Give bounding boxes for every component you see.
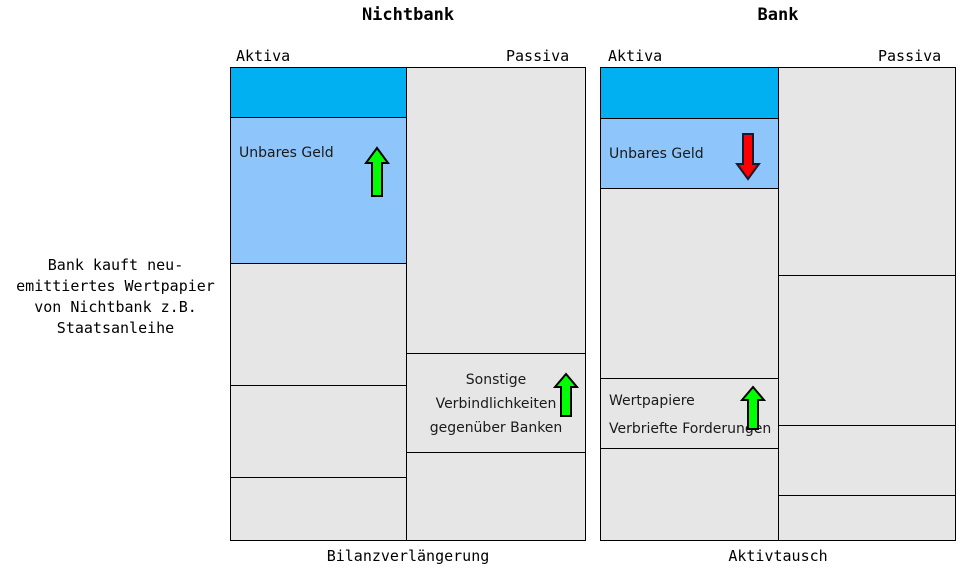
nichtbank-aktiva-row-3 xyxy=(230,263,407,386)
explanation-line-2: emittiertes Wertpapier xyxy=(16,277,215,295)
bank-aktiva-row-3 xyxy=(600,188,779,379)
nichtbank-passiva-row-2: Sonstige Verbindlichkeiten gegenüber Ban… xyxy=(406,353,586,453)
bank-passiva-label: Passiva xyxy=(878,47,942,65)
bank-aktiva-row-4-line-2: Verbriefte Forderungen xyxy=(609,421,772,437)
nichtbank-passiva-row-2-line-2: Verbindlichkeiten xyxy=(435,396,557,412)
bank-aktiva-row-2: Unbares Geld xyxy=(600,118,779,189)
bank-passiva-row-1 xyxy=(778,67,956,276)
nichtbank-aktiva-row-4 xyxy=(230,385,407,478)
nichtbank-passiva-label: Passiva xyxy=(506,47,570,65)
nichtbank-title: Nichtbank xyxy=(361,5,455,25)
nichtbank-passiva-row-2-line-3: gegenüber Banken xyxy=(429,420,563,436)
nichtbank-passiva-row-3 xyxy=(406,452,586,541)
bank-passiva-row-2 xyxy=(778,275,956,426)
explanation-text: Bank kauft neu- emittiertes Wertpapier v… xyxy=(8,255,223,339)
arrow-down-red-icon xyxy=(734,131,762,185)
explanation-line-3: von Nichtbank z.B. xyxy=(34,298,197,316)
bank-aktiva-row-4-line-1: Wertpapiere xyxy=(609,393,695,409)
nichtbank-aktiva-label: Aktiva xyxy=(236,47,291,65)
nichtbank-aktiva-row-2-label: Unbares Geld xyxy=(239,145,334,161)
bank-aktiva-row-4: Wertpapiere Verbriefte Forderungen xyxy=(600,378,779,449)
explanation-line-1: Bank kauft neu- xyxy=(47,256,184,274)
nichtbank-passiva-row-1 xyxy=(406,67,586,354)
nichtbank-aktiva-row-1 xyxy=(230,67,407,118)
explanation-line-4: Staatsanleihe xyxy=(56,319,175,337)
nichtbank-aktiva-row-2: Unbares Geld xyxy=(230,117,407,264)
bank-aktiva-row-1 xyxy=(600,67,779,119)
bank-aktiva-row-5 xyxy=(600,448,779,541)
bank-title: Bank xyxy=(757,5,799,25)
nichtbank-aktiva-row-5 xyxy=(230,477,407,541)
bank-passiva-row-4 xyxy=(778,495,956,541)
bank-aktiva-row-2-label: Unbares Geld xyxy=(609,146,704,162)
arrow-up-green-icon xyxy=(739,385,767,437)
bank-aktiva-label: Aktiva xyxy=(608,47,663,65)
bank-passiva-row-3 xyxy=(778,425,956,496)
nichtbank-passiva-row-2-line-1: Sonstige xyxy=(465,372,527,388)
bank-caption: Aktivtausch xyxy=(728,547,828,565)
nichtbank-caption: Bilanzverlängerung xyxy=(326,547,490,565)
arrow-up-green-icon xyxy=(364,146,390,205)
arrow-up-green-icon xyxy=(552,372,580,424)
